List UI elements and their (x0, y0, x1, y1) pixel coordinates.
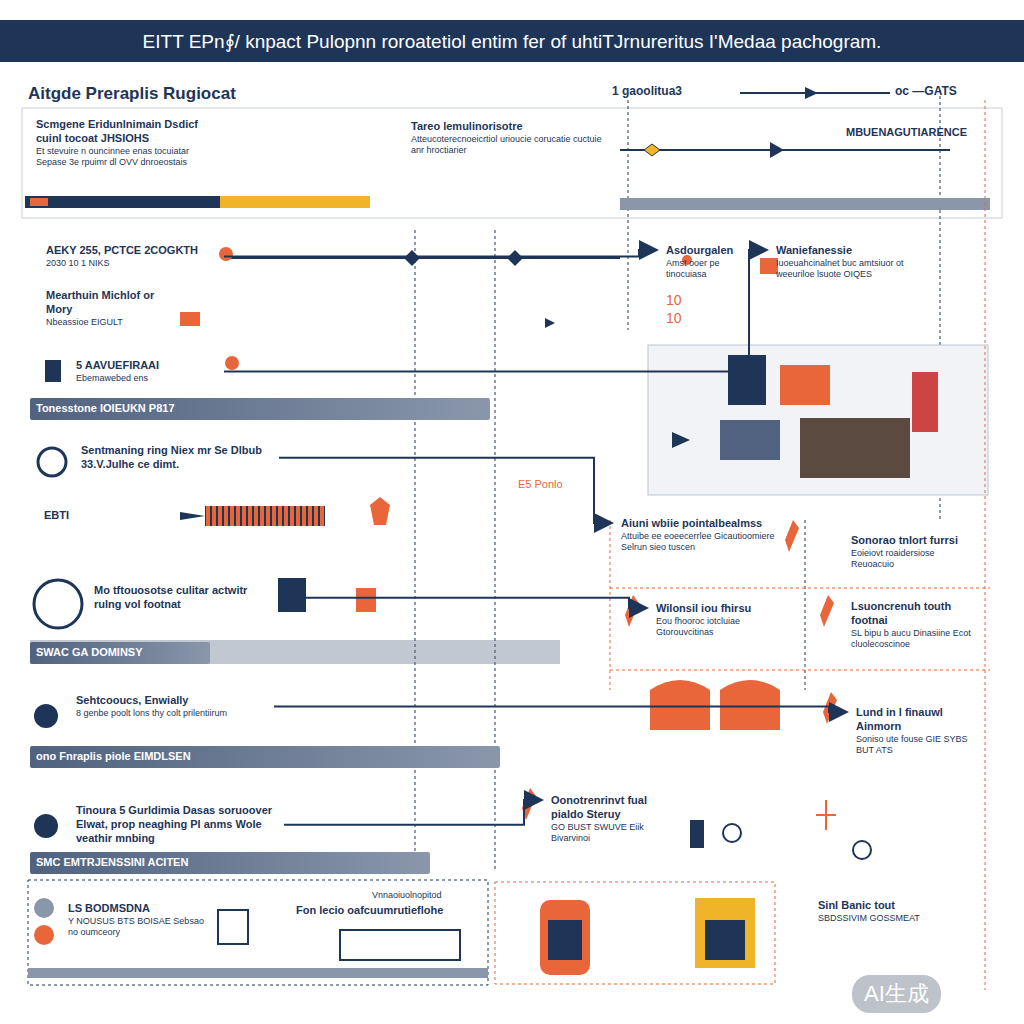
text-node: Aiuni wbiie pointalbealmssAttuibe ee eoe… (615, 513, 795, 557)
label-text: 10 (666, 292, 682, 308)
connector-arrow (282, 598, 647, 608)
node-heading: SMC EMTRJENSSINI ACITEN (36, 856, 424, 870)
node-body: Iuoeuahcinalnet buc amtsiuor ot weeurilo… (776, 258, 924, 281)
node-heading: SWAC GA DOMINSY (36, 646, 204, 660)
label-text: 10 (666, 310, 682, 326)
text-node: Mearthuin Michlof or MoryNbeassioe EIGUL… (40, 285, 180, 332)
label-text: Aitgde Preraplis Rugiocat (28, 84, 236, 104)
text-node: Fon lecio oafcuumrutieflohe (290, 900, 480, 922)
connector-arrow (274, 707, 847, 713)
connector-arrow (284, 800, 542, 825)
text-node: AsdourgalenAmst ooer pe tinocuiasa (660, 240, 755, 284)
text-node: Tinoura 5 Gurldimia Dasas soruoover Elwa… (70, 800, 280, 849)
text-node: EBTI (38, 505, 148, 527)
node-heading: MBUENAGUTIARENCE (846, 126, 974, 140)
text-node: 5 AAVUEFIRAAIEbemawebed ens (70, 355, 220, 388)
node-body: Attuibe ee eoeecerrlee Gicautioomiere Se… (621, 531, 789, 554)
connector-arrow (224, 250, 657, 257)
node-body: GO BUST SWUVE Eiik Bivarvinoi (551, 822, 669, 845)
node-heading: Lund in l finauwl Ainmorn (856, 706, 974, 734)
text-node: Wilonsil iou fhirsuEou fhooroc iotcluiae… (650, 598, 800, 642)
label-text: oc —GATS (895, 84, 957, 98)
node-body: SL bipu b aucu Dinasiine Ecot cluolecosc… (851, 628, 974, 651)
node-body: Eoieiovt roaidersiose Reuoacuio (851, 548, 974, 571)
node-heading: ono Fnraplis piole EIMDLSEN (36, 750, 494, 764)
node-body: 2030 10 1 NIKS (46, 258, 214, 269)
text-node: WaniefanessieIuoeuahcinalnet buc amtsiuo… (770, 240, 930, 284)
text-node: LS BODMSDNAY NOUSUS BTS BOISAE Sebsao no… (62, 898, 212, 942)
node-heading: Wilonsil iou fhirsu (656, 602, 794, 616)
node-heading: Tinoura 5 Gurldimia Dasas soruoover Elwa… (76, 804, 274, 845)
node-heading: Aiuni wbiie pointalbealmss (621, 517, 789, 531)
node-heading: Sonorao tnlort furrsi (851, 534, 974, 548)
node-heading: Fon lecio oafcuumrutieflohe (296, 904, 474, 918)
node-heading: Mearthuin Michlof or Mory (46, 289, 174, 317)
node-heading: AEKY 255, PCTCE 2COGKTH (46, 244, 214, 258)
text-node: Sehtcooucs, Enwially8 genbe poolt lons t… (70, 690, 270, 723)
text-node: Scmgene Eridunlnimain Dsdicf cuinl tocoa… (30, 114, 210, 172)
text-node: Lund in l finauwl AinmornSoniso ute fous… (850, 702, 980, 760)
band-node: ono Fnraplis piole EIMDLSEN (30, 746, 500, 768)
node-body: Amst ooer pe tinocuiasa (666, 258, 749, 281)
title: EITT EPn∮/ knpact Pulopnn roroatetiol en… (143, 30, 882, 53)
node-heading: Sentmaning ring Niex mr Se Dlbub 33.V.Ju… (81, 444, 269, 472)
connector-arrow (279, 458, 612, 523)
band-node: Tonesstone IOIEUKN P817 (30, 398, 490, 420)
label-text: E5 Ponlo (518, 478, 563, 490)
node-heading: Sehtcooucs, Enwially (76, 694, 264, 708)
text-node: Sonorao tnlort furrsiEoieiovt roaidersio… (845, 530, 980, 574)
node-body: Ebemawebed ens (76, 373, 214, 384)
node-body: Soniso ute fouse GIE SYBS BUT ATS (856, 734, 974, 757)
text-node: MBUENAGUTIARENCE (840, 122, 980, 144)
text-node: Sinl Banic toutSBDSSIVIM GOSSMEAT (812, 895, 977, 928)
node-body: Y NOUSUS BTS BOISAE Sebsao no oumceory (68, 916, 206, 939)
node-body: Nbeassioe EIGULT (46, 317, 174, 328)
text-node: Mo tftouosotse culitar actwitr rulng vol… (88, 580, 278, 616)
text-node: Sentmaning ring Niex mr Se Dlbub 33.V.Ju… (75, 440, 275, 476)
text-node: Oonotrenrinvt fual pialdo SteruyGO BUST … (545, 790, 675, 848)
node-heading: Tareo lemulinorisotre (411, 120, 609, 134)
node-body: Atteucoterecnoeicrtiol urioucie corucati… (411, 134, 609, 157)
node-body: Et stevuire n ouncinnee enas tocuiatar S… (36, 146, 204, 169)
text-node: Lsuoncrenuh touth footnaiSL bipu b aucu … (845, 596, 980, 654)
node-body: Eou fhooroc iotcluiae Gtorouvcitinas (656, 616, 794, 639)
connector-arrow (224, 250, 767, 372)
watermark: AI生成 (852, 975, 941, 1013)
node-heading: EBTI (44, 509, 142, 523)
node-body: SBDSSIVIM GOSSMEAT (818, 913, 971, 924)
node-heading: Waniefanessie (776, 244, 924, 258)
node-body: 8 genbe poolt lons thy colt prilentiirum (76, 708, 264, 719)
node-heading: Asdourgalen (666, 244, 749, 258)
node-heading: LS BODMSDNA (68, 902, 206, 916)
node-heading: 5 AAVUEFIRAAI (76, 359, 214, 373)
node-heading: Tonesstone IOIEUKN P817 (36, 402, 484, 416)
node-heading: Mo tftouosotse culitar actwitr rulng vol… (94, 584, 272, 612)
node-heading: Scmgene Eridunlnimain Dsdicf cuinl tocoa… (36, 118, 204, 146)
text-node: Tareo lemulinorisotreAtteucoterecnoeicrt… (405, 116, 615, 160)
node-heading: Lsuoncrenuh touth footnai (851, 600, 974, 628)
label-text: Vnnaoiuolnopitod (372, 890, 442, 900)
node-heading: Oonotrenrinvt fual pialdo Steruy (551, 794, 669, 822)
band-node: SWAC GA DOMINSY (30, 642, 210, 664)
band-node: SMC EMTRJENSSINI ACITEN (30, 852, 430, 874)
node-heading: Sinl Banic tout (818, 899, 971, 913)
label-text: 1 gaoolitua3 (612, 84, 682, 98)
text-node: AEKY 255, PCTCE 2COGKTH2030 10 1 NIKS (40, 240, 220, 273)
